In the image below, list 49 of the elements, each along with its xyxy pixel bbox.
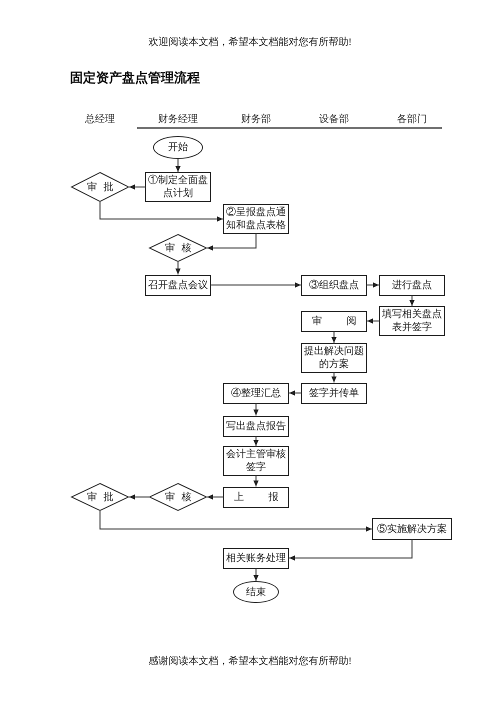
flow-arrow xyxy=(253,436,259,446)
process-box: 审 阅 xyxy=(301,310,367,332)
flow-arrow xyxy=(175,158,181,172)
flow-arrow xyxy=(100,202,224,222)
process-box: 召开盘点会议 xyxy=(145,274,211,296)
process-box: 会计主管审核签字 xyxy=(223,446,289,476)
process-box: ⑤实施解决方案 xyxy=(372,518,452,540)
page-title: 固定资产盘点管理流程 xyxy=(70,70,200,86)
flow-arrow xyxy=(409,295,415,306)
process-box: 提出解决问题的方案 xyxy=(301,343,367,373)
process-box: 签字并传单 xyxy=(301,382,367,404)
process-box: ②呈报盘点通知和盘点表格 xyxy=(223,204,289,234)
flow-arrow xyxy=(128,184,146,190)
flow-arrow xyxy=(210,282,302,288)
flow-arrow xyxy=(253,568,259,582)
flow-arrow xyxy=(331,331,337,344)
flow-arrow xyxy=(366,282,380,288)
process-box: 相关账务处理 xyxy=(223,548,289,568)
lane-header: 财务经理 xyxy=(158,113,198,126)
flow-arrow xyxy=(100,510,372,532)
lane-header: 设备部 xyxy=(319,113,349,126)
header-note: 欢迎阅读本文档，希望本文档能对您有所帮助! xyxy=(148,36,352,49)
process-box: 进行盘点 xyxy=(379,274,445,296)
terminal-oval: 结束 xyxy=(233,581,279,603)
lane-header: 各部门 xyxy=(397,113,427,126)
flow-arrow xyxy=(253,476,259,487)
flow-arrow xyxy=(175,262,181,275)
flow-arrow xyxy=(288,540,412,561)
flow-arrow xyxy=(366,318,380,324)
process-box: ①制定全面盘点计划 xyxy=(145,172,211,202)
flow-arrow xyxy=(288,390,302,396)
decision-diamond: 审 核 xyxy=(149,483,207,511)
decision-diamond: 审 批 xyxy=(71,483,129,511)
flow-arrow xyxy=(253,403,259,416)
decision-diamond: 审 批 xyxy=(71,172,129,202)
process-box: 写出盘点报告 xyxy=(223,416,289,436)
lane-header: 财务部 xyxy=(241,113,271,126)
footer-note: 感谢阅读本文档，希望本文档能对您有所帮助! xyxy=(148,655,352,668)
process-box: 上 报 xyxy=(223,486,289,508)
process-box: ③组织盘点 xyxy=(301,274,367,296)
lane-header: 总经理 xyxy=(85,113,115,126)
flow-arrow xyxy=(206,494,224,500)
terminal-oval: 开始 xyxy=(153,136,203,159)
flow-arrow xyxy=(128,494,150,500)
decision-diamond: 审 核 xyxy=(149,234,207,262)
process-box: ④整理汇总 xyxy=(223,382,289,404)
flow-arrow xyxy=(206,234,256,251)
flow-arrow xyxy=(331,372,337,383)
process-box: 填写相关盘点表并签字 xyxy=(379,306,445,336)
